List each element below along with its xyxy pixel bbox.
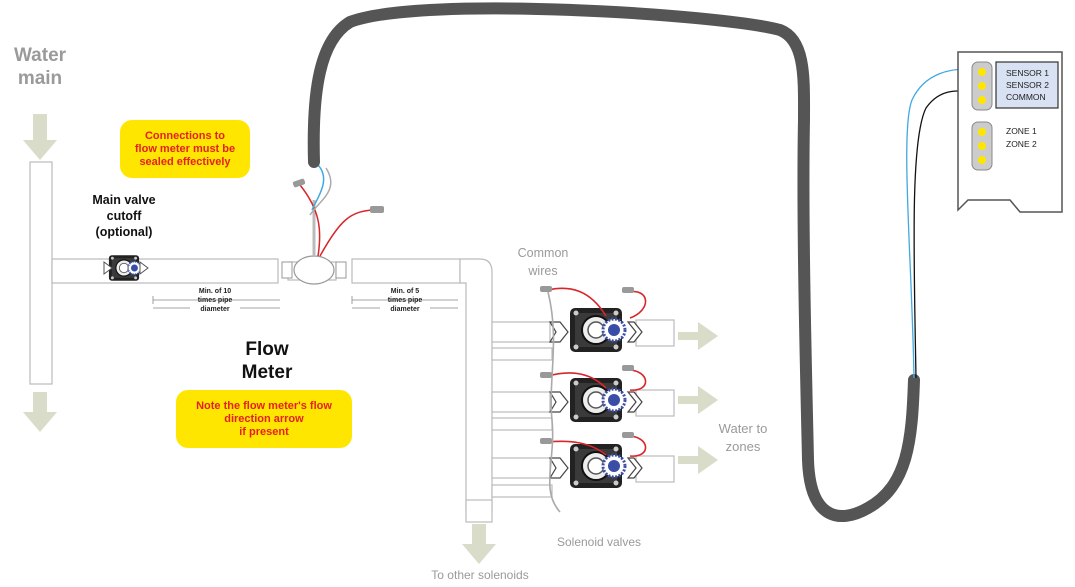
common-wires-label: Common wires: [517, 246, 569, 278]
common-label: COMMON: [1006, 92, 1046, 102]
solenoid-valve: [568, 376, 627, 424]
main-valve-arrows: [103, 261, 149, 275]
branch-pipes: [491, 319, 675, 498]
blue-wire: [906, 68, 983, 379]
sensor1-label: SENSOR 1: [1006, 68, 1049, 78]
solenoid-valve: [568, 442, 627, 490]
to-other-solenoids-label: To other solenoids: [431, 568, 529, 582]
main-valve: [108, 254, 142, 282]
wire-caps: [540, 286, 634, 444]
solenoid-valves-label: Solenoid valves: [556, 535, 642, 549]
zone1-label: ZONE 1: [1006, 126, 1037, 136]
min5-label: Min. of 5 times pipe diameter: [387, 288, 423, 313]
main-valve-label: Main valve cutoff (optional): [92, 193, 156, 239]
min10-label: Min. of 10 times pipe diameter: [197, 288, 233, 313]
valve-arrows: [548, 321, 643, 479]
flow-meter: [281, 164, 384, 285]
flow-arrows: [23, 114, 718, 564]
solenoid-valve: [568, 306, 627, 354]
supply-pipe: [29, 161, 493, 523]
sensor2-label: SENSOR 2: [1006, 80, 1049, 90]
connections-note: Connections to flow meter must be sealed…: [120, 120, 250, 178]
distance-markers: [152, 296, 458, 309]
water-to-zones-label: Water to zones: [718, 421, 768, 454]
zone2-label: ZONE 2: [1006, 139, 1037, 149]
sensor-cable: [307, 2, 920, 522]
black-wire: [913, 90, 985, 379]
flow-meter-label: Flow Meter: [241, 339, 293, 383]
arrow-note: Note the flow meter's flow direction arr…: [176, 390, 352, 448]
water-main-label: Water main: [13, 45, 67, 89]
controller: [957, 51, 1063, 213]
